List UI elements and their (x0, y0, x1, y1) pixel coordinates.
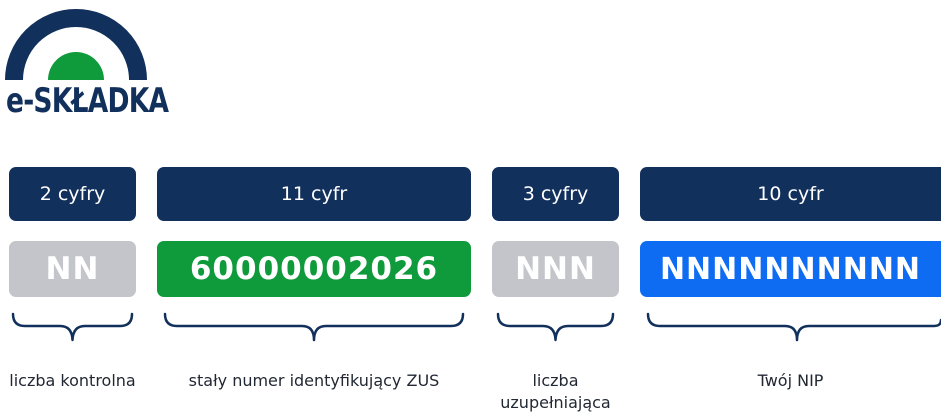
segment-3-brace (496, 312, 615, 342)
segment-1-label: liczba kontrolna (9, 371, 136, 390)
segment-1-header: 2 cyfry (9, 167, 136, 221)
segment-2-value: 60000002026 (157, 241, 471, 297)
segment-2-brace (163, 312, 465, 342)
segment-3-label: liczba uzupełniająca (500, 371, 611, 412)
segment-4-brace (646, 312, 941, 342)
logo-arc-icon (5, 9, 147, 81)
segment-2-label: stały numer identyfikujący ZUS (188, 371, 440, 390)
segment-4-label: Twój NIP (757, 371, 824, 390)
e-skladka-logo: e-SKŁADKA (0, 0, 169, 125)
segment-3-header: 3 cyfry (492, 167, 619, 221)
segment-2-header: 11 cyfr (157, 167, 471, 221)
logo-text: e-SKŁADKA (6, 81, 169, 121)
segment-3-value: NNN (492, 241, 619, 297)
segment-4-header: 10 cyfr (640, 167, 941, 221)
segment-1-brace (11, 312, 134, 342)
segment-4-value: NNNNNNNNNN (640, 241, 941, 297)
segment-1-value: NN (9, 241, 136, 297)
